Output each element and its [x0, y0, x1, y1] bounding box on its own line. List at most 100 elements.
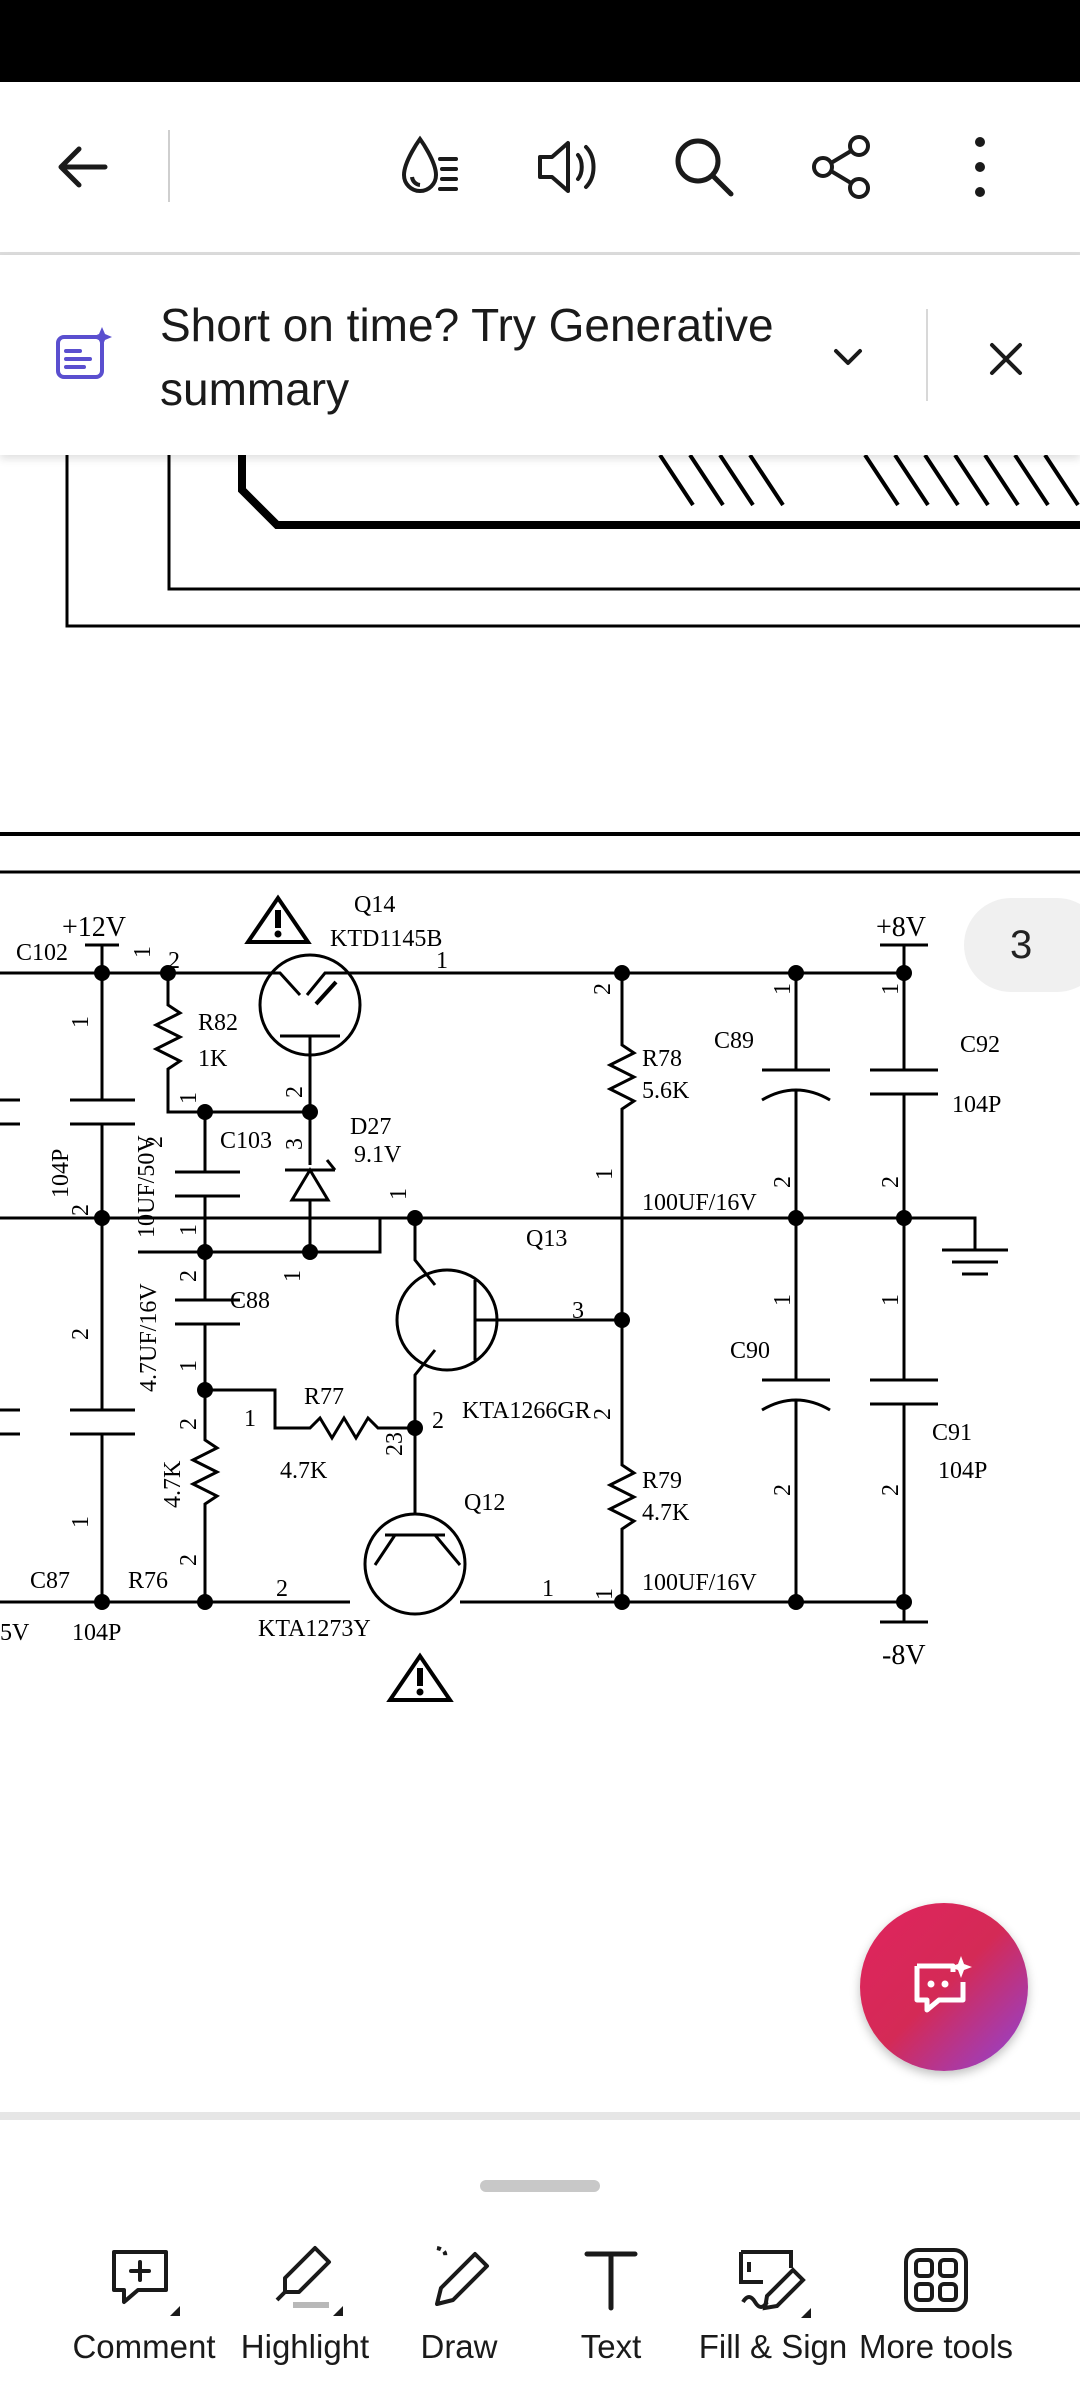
ai-assistant-button[interactable] [860, 1903, 1028, 2071]
warning-icon [244, 894, 312, 944]
sheet-drag-handle[interactable] [480, 2180, 600, 2192]
label-d27: D27 [350, 1114, 391, 1140]
label-c92-value: 104P [952, 1092, 1001, 1118]
label-q14: Q14 [354, 892, 395, 918]
speaker-icon [538, 141, 596, 193]
pin-number: 1 [176, 1360, 202, 1372]
label-c90: C90 [730, 1338, 770, 1364]
pin-number: 3 [282, 1138, 308, 1150]
pin-number: 2 [176, 1554, 202, 1566]
pin-number: 1 [130, 946, 156, 958]
label-c91: C91 [932, 1420, 972, 1446]
schematic-drawing: Q14 KTD1145B +12V C102 +8V R82 1K C89 C9… [0, 455, 1080, 1702]
pin-number: 2 [176, 1270, 202, 1282]
label-100uf-bottom: 100UF/16V [642, 1570, 757, 1596]
tools-bottom-sheet: Comment Highlight Draw Text Fill & Sign … [0, 2112, 1080, 2408]
bus-ticks [658, 455, 1080, 507]
pin-number: 2 [168, 948, 180, 974]
tool-label: Fill & Sign [698, 2328, 848, 2365]
pin-number: 2 [590, 983, 616, 995]
label-c103: C103 [220, 1128, 272, 1154]
more-vertical-icon [975, 137, 985, 197]
label-c88: C88 [230, 1288, 270, 1314]
label-kta1273: KTA1273Y [258, 1616, 371, 1642]
top-toolbar [0, 82, 1080, 255]
liquid-mode-icon [401, 135, 458, 193]
pin-number: 2 [68, 1204, 94, 1216]
toolbar-divider [168, 130, 170, 202]
expand-banner-button[interactable] [808, 317, 888, 397]
page-number-indicator: 3 [964, 898, 1080, 992]
ai-summary-icon [52, 323, 116, 387]
share-button[interactable] [792, 117, 892, 217]
comment-icon [104, 2240, 184, 2320]
outer-frame [65, 455, 1080, 628]
tool-more-tools[interactable]: More tools [851, 2240, 1021, 2390]
label-c89: C89 [714, 1028, 754, 1054]
pin-number: 3 [572, 1298, 584, 1324]
tool-label: Text [580, 2328, 642, 2365]
tool-draw[interactable]: Draw [374, 2240, 544, 2390]
generative-summary-banner[interactable]: Short on time? Try Generative summary [0, 255, 1080, 455]
draw-icon [419, 2240, 499, 2320]
label-ktd1145b: KTD1145B [330, 926, 442, 952]
bus-line [238, 455, 1080, 529]
pin-number: 1 [244, 1406, 256, 1432]
pin-number: 1 [542, 1576, 554, 1602]
pin-number: 1 [878, 1294, 904, 1306]
document-canvas[interactable]: Q14 KTD1145B +12V C102 +8V R82 1K C89 C9… [0, 455, 1080, 2110]
label-kta1266: KTA1266GR [462, 1398, 591, 1424]
label-plus8v: +8V [876, 912, 926, 943]
banner-divider [926, 309, 928, 401]
label-r77: R77 [304, 1384, 344, 1410]
back-button[interactable] [33, 117, 133, 217]
tool-comment[interactable]: Comment [59, 2240, 229, 2390]
label-c91-value: 104P [938, 1458, 987, 1484]
label-c87-value: 104P [72, 1620, 121, 1646]
pin-number: 2 [282, 1086, 308, 1098]
close-banner-button[interactable] [958, 311, 1054, 407]
read-aloud-button[interactable] [516, 117, 616, 217]
pin-number: 1 [878, 983, 904, 995]
label-r79-value: 4.7K [642, 1500, 690, 1526]
pin-number: 2 [878, 1484, 904, 1496]
pin-number: 1 [176, 1092, 202, 1104]
pin-number: 1 [592, 1588, 618, 1600]
label-c102: C102 [16, 940, 68, 966]
tool-highlight[interactable]: Highlight [220, 2240, 390, 2390]
pin-number: 2 [276, 1576, 288, 1602]
pin-number: 1 [770, 983, 796, 995]
fill-sign-icon [733, 2240, 813, 2320]
label-r79: R79 [642, 1468, 682, 1494]
tool-label: More tools [858, 2328, 1014, 2365]
label-10uf: 10UF/50V [134, 1135, 160, 1238]
pin-number: 2 [590, 1408, 616, 1420]
highlight-icon [265, 2240, 345, 2320]
tool-fill-sign[interactable]: Fill & Sign [688, 2240, 858, 2390]
status-bar [0, 0, 1080, 82]
pin-number: 1 [68, 1516, 94, 1528]
label-4-7uf: 4.7UF/16V [136, 1283, 162, 1392]
arrow-left-icon [58, 146, 108, 188]
more-options-button[interactable] [930, 117, 1030, 217]
banner-text: Short on time? Try Generative summary [160, 299, 774, 415]
text-icon [571, 2240, 651, 2320]
tool-label: Draw [420, 2328, 498, 2365]
pin-number: 1 [386, 1188, 412, 1200]
pin-number: 1 [770, 1294, 796, 1306]
label-r76: R76 [128, 1568, 168, 1594]
pin-number: 2 [176, 1418, 202, 1430]
search-icon [675, 138, 734, 197]
tool-text[interactable]: Text [526, 2240, 696, 2390]
search-button[interactable] [654, 117, 754, 217]
label-r82: R82 [198, 1010, 238, 1036]
pin-number: 2 [432, 1408, 444, 1434]
pin-number: 1 [436, 948, 448, 974]
pin-number: 2 [878, 1176, 904, 1188]
pin-number: 2 [770, 1484, 796, 1496]
liquid-mode-button[interactable] [378, 117, 478, 217]
label-104p-left: 104P [48, 1149, 74, 1198]
chevron-down-icon [834, 349, 862, 365]
ai-assistant-icon [914, 1956, 972, 2013]
tool-label: Comment [72, 2328, 216, 2365]
